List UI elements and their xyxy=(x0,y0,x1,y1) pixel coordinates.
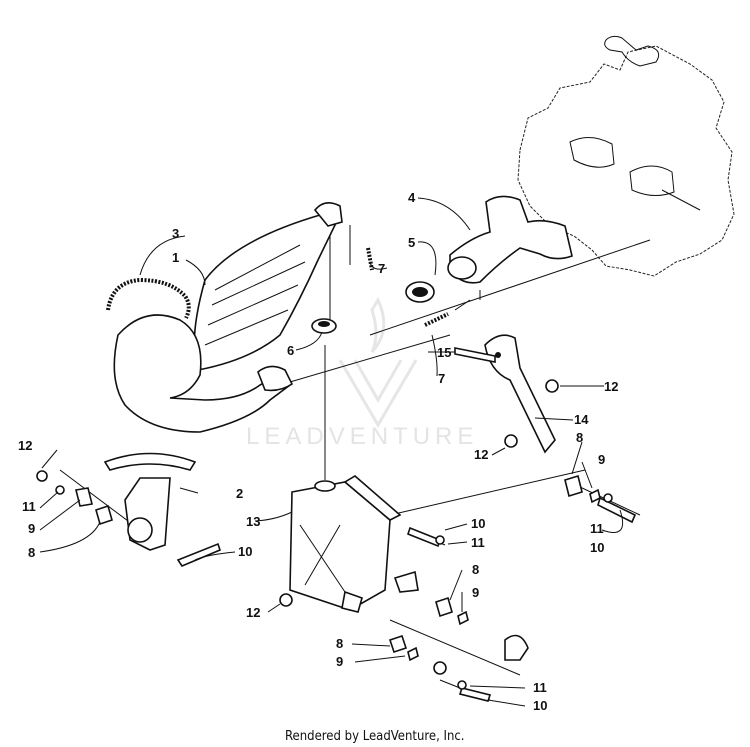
assembly-lines xyxy=(59,215,651,701)
callout-12-arm: 12 xyxy=(604,379,618,394)
callout-9-left: 9 xyxy=(28,521,35,536)
leader-lines xyxy=(39,197,624,707)
callout-12-left: 12 xyxy=(18,438,32,453)
engine-outline xyxy=(517,35,735,277)
callout-2: 2 xyxy=(236,486,243,501)
callouts: 3 1 4 5 7 6 7 15 12 14 12 8 9 11 10 12 2… xyxy=(18,190,618,713)
callout-8-left: 8 xyxy=(28,545,35,560)
exhaust-manifold xyxy=(447,195,573,284)
callout-13: 13 xyxy=(246,514,260,529)
callout-1: 1 xyxy=(172,250,179,265)
callout-10-left: 10 xyxy=(238,544,252,559)
bolts xyxy=(176,347,637,702)
callout-10-arm: 10 xyxy=(590,540,604,555)
muffler-bracket xyxy=(103,452,197,551)
callout-5: 5 xyxy=(408,235,415,250)
muffler-spring xyxy=(106,277,191,319)
callout-10-bottom: 10 xyxy=(533,698,547,713)
callout-11-arm: 11 xyxy=(590,521,604,536)
callout-9-arm: 9 xyxy=(598,452,605,467)
callout-8-bottom: 8 xyxy=(336,636,343,651)
watermark: LEADVENTURE xyxy=(246,296,478,450)
callout-12-arm-lower: 12 xyxy=(474,447,488,462)
callout-3: 3 xyxy=(172,226,179,241)
callout-10-box: 10 xyxy=(471,516,485,531)
callout-7-lower: 7 xyxy=(438,371,445,386)
muffler xyxy=(113,202,343,433)
callout-4: 4 xyxy=(408,190,416,205)
callout-12-box: 12 xyxy=(246,605,260,620)
support-arm xyxy=(484,334,556,454)
grommet xyxy=(311,318,337,334)
callout-8-arm: 8 xyxy=(576,430,583,445)
callout-11-bottom: 11 xyxy=(533,680,547,695)
callout-15: 15 xyxy=(437,345,451,360)
callout-6: 6 xyxy=(287,343,294,358)
callout-11-box: 11 xyxy=(471,535,485,550)
resonator-box xyxy=(289,475,419,613)
watermark-text: LEADVENTURE xyxy=(246,423,478,450)
footer-credit: Rendered by LeadVenture, Inc. xyxy=(285,729,465,744)
callout-14: 14 xyxy=(574,412,589,427)
seal-ring xyxy=(405,281,435,303)
callout-11-left: 11 xyxy=(22,499,36,514)
callout-9-box: 9 xyxy=(472,585,479,600)
callout-9-bottom: 9 xyxy=(336,654,343,669)
callout-8-box: 8 xyxy=(472,562,479,577)
hardware xyxy=(36,379,613,690)
callout-7-upper: 7 xyxy=(378,261,385,276)
springs xyxy=(366,247,449,327)
